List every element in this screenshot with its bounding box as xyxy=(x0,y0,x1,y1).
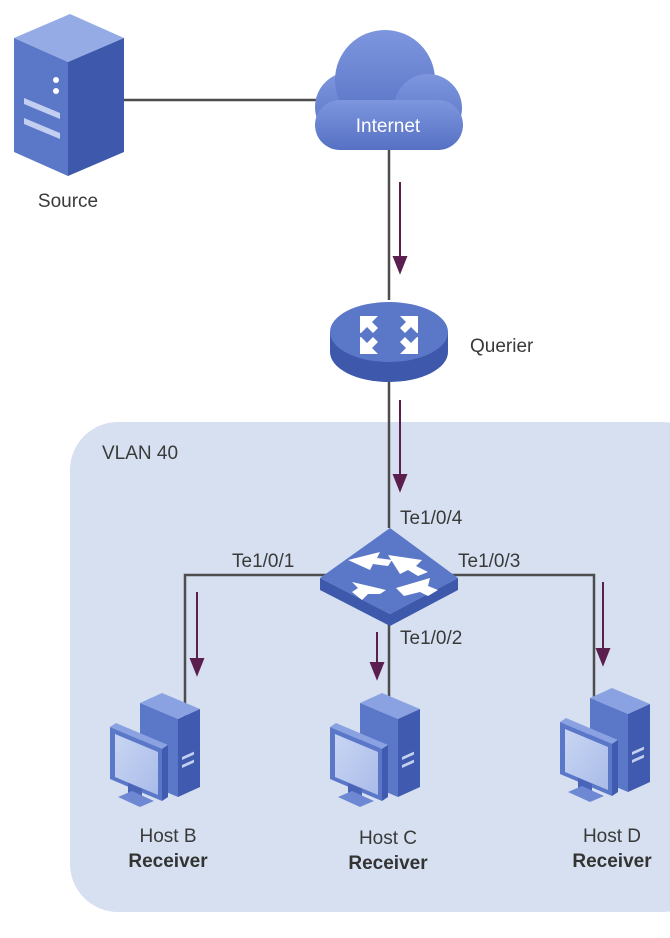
querier-label: Querier xyxy=(470,336,534,357)
internet-cloud-icon xyxy=(315,30,463,150)
flow-arrow-host-b xyxy=(189,592,205,677)
host-b-name: Host B xyxy=(139,826,196,847)
host-d-role: Receiver xyxy=(572,851,652,872)
multicast-flow-arrows xyxy=(189,182,611,681)
link-switch-host-b xyxy=(183,573,330,720)
port-label-uplink: Te1/0/4 xyxy=(400,508,463,529)
flow-arrow-host-d xyxy=(595,582,611,667)
flow-arrow-internet-querier xyxy=(392,182,408,275)
port-label-host-c: Te1/0/2 xyxy=(400,628,462,649)
flow-arrow-querier-switch xyxy=(392,400,408,493)
vlan-area xyxy=(70,422,670,912)
host-c-name: Host C xyxy=(359,828,417,849)
internet-label: Internet xyxy=(356,116,421,137)
switch-icon xyxy=(320,528,458,626)
link-switch-host-d xyxy=(450,573,596,712)
vlan-label: VLAN 40 xyxy=(102,443,178,464)
source-label: Source xyxy=(38,191,98,212)
port-label-host-b: Te1/0/1 xyxy=(232,551,294,572)
flow-arrow-host-c xyxy=(369,632,385,681)
host-c-role: Receiver xyxy=(348,853,428,874)
host-b-role: Receiver xyxy=(128,851,208,872)
port-label-host-d: Te1/0/3 xyxy=(458,551,520,572)
network-links xyxy=(120,98,596,720)
source-server-icon xyxy=(14,14,124,176)
host-d-name: Host D xyxy=(583,826,641,847)
router-icon xyxy=(330,302,448,382)
